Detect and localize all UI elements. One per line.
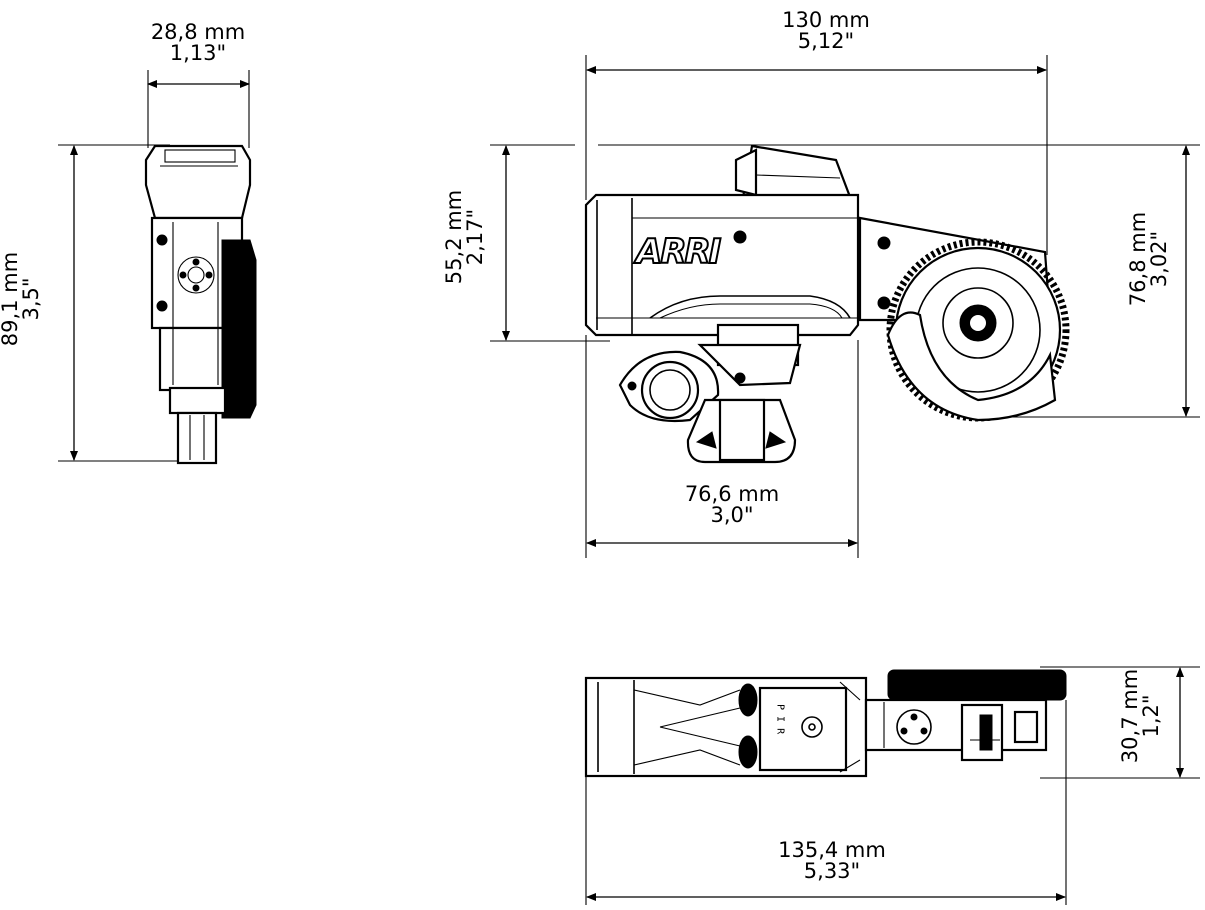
- dim-label-width-bottom-mm: 135,4 mm: [778, 838, 886, 862]
- dim-label-width-bottom-inch: 5,33": [803, 859, 861, 883]
- dim-label-width-bracket: 76,6 mm 3,0": [662, 484, 802, 526]
- dim-label-width-top-mm: 28,8 mm: [150, 20, 246, 44]
- dim-label-height-body-mm: 55,2 mm: [442, 189, 466, 285]
- dim-label-height-gear-inch: 3,02": [1147, 230, 1171, 288]
- dim-label-height-bottom: 30,7 mm 1,2": [1118, 661, 1163, 771]
- dim-label-height-gear-mm: 76,8 mm: [1126, 211, 1150, 307]
- front-view: ARRI: [490, 55, 1200, 558]
- bottom-view: P I R: [584, 666, 1200, 905]
- dim-label-width-main: 130 mm 5,12": [756, 10, 896, 52]
- dim-label-height-body: 55,2 mm 2,17": [442, 182, 487, 292]
- dim-label-width-bottom: 135,4 mm 5,33": [762, 840, 902, 882]
- dim-label-height-left: 89,1 mm 3,5": [0, 244, 43, 354]
- dim-label-width-bracket-mm: 76,6 mm: [684, 482, 780, 506]
- dim-label-height-bottom-inch: 1,2": [1139, 694, 1163, 738]
- dim-label-width-top-inch: 1,13": [169, 41, 227, 65]
- port-label: P I R: [775, 704, 786, 735]
- dim-label-height-bottom-mm: 30,7 mm: [1118, 668, 1142, 764]
- dim-label-width-bracket-inch: 3,0": [710, 503, 754, 527]
- dim-label-width-main-mm: 130 mm: [782, 8, 870, 32]
- dim-label-width-top: 28,8 mm 1,13": [128, 22, 268, 64]
- brand-logo: ARRI: [633, 232, 721, 272]
- dim-label-width-main-inch: 5,12": [797, 29, 855, 53]
- side-view: [58, 70, 257, 465]
- dim-label-height-left-inch: 3,5": [19, 277, 43, 321]
- dim-label-height-body-inch: 2,17": [463, 208, 487, 266]
- dim-label-height-gear: 76,8 mm 3,02": [1126, 204, 1171, 314]
- dim-label-height-left-mm: 89,1 mm: [0, 251, 22, 347]
